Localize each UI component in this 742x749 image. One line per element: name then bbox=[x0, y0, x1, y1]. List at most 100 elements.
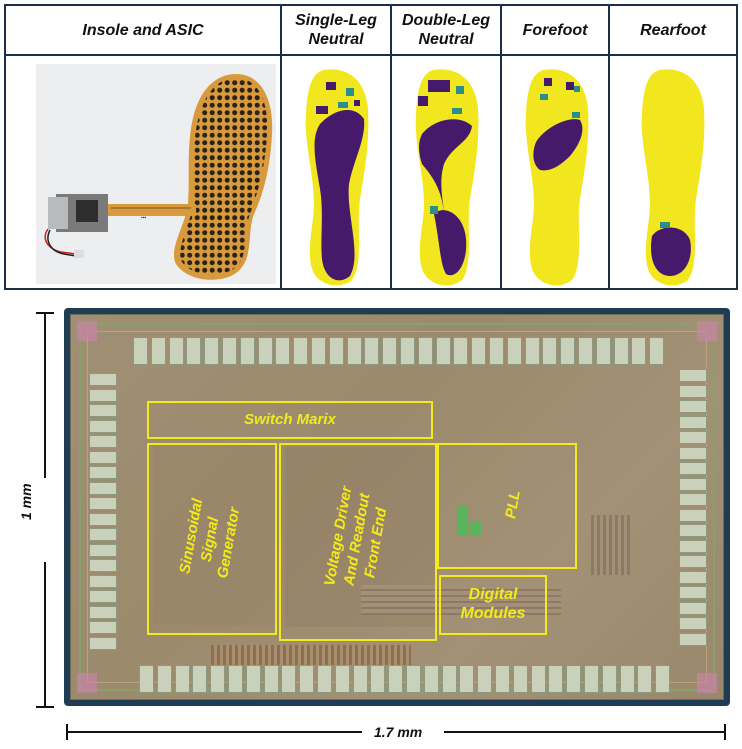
bond-pad bbox=[400, 337, 415, 365]
bond-pad bbox=[89, 497, 117, 510]
digital-modules-box bbox=[439, 575, 547, 635]
bond-pad bbox=[133, 337, 148, 365]
bond-pad bbox=[584, 665, 599, 693]
bond-pad bbox=[548, 665, 564, 693]
bond-pad bbox=[679, 431, 707, 444]
bond-pad bbox=[299, 665, 315, 693]
bond-pad bbox=[89, 590, 117, 603]
bond-pad bbox=[679, 415, 707, 429]
bond-pad bbox=[89, 466, 117, 479]
logic-array bbox=[591, 515, 631, 575]
bond-pad bbox=[370, 665, 386, 693]
bond-pad bbox=[222, 337, 237, 365]
corner-mark bbox=[77, 673, 97, 693]
bond-pad bbox=[679, 400, 707, 413]
bond-pad bbox=[489, 337, 504, 365]
width-dimension-tick-left bbox=[66, 724, 68, 740]
svg-text:▪▪▪: ▪▪▪ bbox=[141, 215, 147, 221]
bond-pad bbox=[637, 665, 653, 693]
height-dimension-tick-bottom bbox=[36, 706, 54, 708]
bond-pad bbox=[512, 665, 528, 693]
bond-pad bbox=[435, 337, 451, 365]
cell-insole-photo: ▪▪▪ bbox=[6, 56, 280, 290]
bond-pad bbox=[263, 665, 279, 693]
header-single-leg: Single-Leg Neutral bbox=[282, 6, 390, 56]
bond-pad bbox=[649, 337, 665, 365]
bond-pad bbox=[204, 337, 220, 365]
bond-pad bbox=[275, 337, 291, 365]
bond-pad bbox=[317, 665, 332, 693]
bond-pad bbox=[423, 665, 439, 693]
asic-die-figure: 1 mm 1.7 mm Switch Marix Sinuso bbox=[0, 292, 742, 749]
bond-pad bbox=[156, 665, 172, 693]
bond-pad bbox=[89, 559, 117, 572]
bond-pad bbox=[281, 665, 297, 693]
column-double-leg: Double-Leg Neutral bbox=[392, 6, 502, 288]
bond-pad bbox=[679, 477, 707, 491]
bond-pad bbox=[352, 665, 368, 693]
bond-pad bbox=[560, 337, 576, 365]
header-forefoot: Forefoot bbox=[502, 6, 608, 56]
cell-single-leg-map bbox=[282, 56, 390, 290]
bond-pad bbox=[679, 570, 707, 584]
bond-pad bbox=[459, 665, 475, 693]
digital-modules-label: Digital Modules bbox=[460, 586, 526, 622]
bond-pad bbox=[228, 665, 243, 693]
bond-pad bbox=[453, 337, 469, 365]
switch-matrix-box bbox=[147, 401, 433, 439]
bond-pad bbox=[346, 337, 362, 365]
bond-pad bbox=[186, 337, 202, 365]
column-forefoot: Forefoot bbox=[502, 6, 610, 288]
bond-pad bbox=[89, 605, 117, 619]
bond-pad bbox=[566, 665, 582, 693]
bond-pad bbox=[679, 493, 707, 506]
bond-pad bbox=[679, 369, 707, 382]
bond-pad bbox=[679, 462, 707, 475]
switch-matrix-label: Switch Marix bbox=[244, 411, 336, 428]
bond-pad bbox=[174, 665, 190, 693]
height-label: 1 mm bbox=[18, 483, 34, 520]
bond-pad bbox=[89, 404, 117, 417]
header-rearfoot: Rearfoot bbox=[610, 6, 736, 56]
pressure-map-rearfoot bbox=[641, 69, 705, 286]
asic-die: Switch Marix Sinusoidal Signal Generator… bbox=[64, 308, 730, 706]
bond-pad bbox=[89, 543, 117, 557]
bond-pad bbox=[334, 665, 350, 693]
bond-pad bbox=[89, 481, 117, 495]
bond-pad bbox=[89, 419, 117, 433]
bond-pad bbox=[477, 665, 493, 693]
bond-pad bbox=[679, 601, 707, 615]
column-single-leg: Single-Leg Neutral bbox=[282, 6, 392, 288]
width-dimension-line-left bbox=[66, 731, 362, 733]
insole-asic-photo: ▪▪▪ bbox=[36, 64, 276, 284]
bond-pad bbox=[578, 337, 593, 365]
header-double-leg: Double-Leg Neutral bbox=[392, 6, 500, 56]
bond-pad bbox=[406, 665, 421, 693]
bond-pad bbox=[210, 665, 226, 693]
corner-mark bbox=[697, 321, 717, 341]
bond-pad bbox=[679, 384, 707, 398]
sinusoidal-generator-box bbox=[147, 443, 277, 635]
bond-pad bbox=[471, 337, 487, 365]
bond-pad bbox=[382, 337, 398, 365]
bond-pad bbox=[364, 337, 380, 365]
bond-pad bbox=[89, 512, 117, 526]
bottom-bus bbox=[211, 645, 411, 665]
pressure-map-forefoot bbox=[525, 69, 589, 286]
bond-pad bbox=[441, 665, 457, 693]
bond-pad bbox=[619, 665, 635, 693]
corner-mark bbox=[697, 673, 717, 693]
bond-pad bbox=[542, 337, 558, 365]
bond-pad bbox=[679, 632, 707, 646]
bond-pad bbox=[293, 337, 309, 365]
bond-pad bbox=[192, 665, 208, 693]
bond-pad bbox=[89, 435, 117, 448]
bond-pad bbox=[655, 665, 671, 693]
header-insole: Insole and ASIC bbox=[6, 6, 280, 56]
width-label: 1.7 mm bbox=[374, 724, 423, 740]
bond-pad bbox=[679, 539, 707, 553]
pll-box bbox=[437, 443, 577, 569]
bond-pad bbox=[168, 337, 184, 365]
pressure-map-single-leg bbox=[305, 69, 369, 286]
bond-pad bbox=[679, 555, 707, 568]
